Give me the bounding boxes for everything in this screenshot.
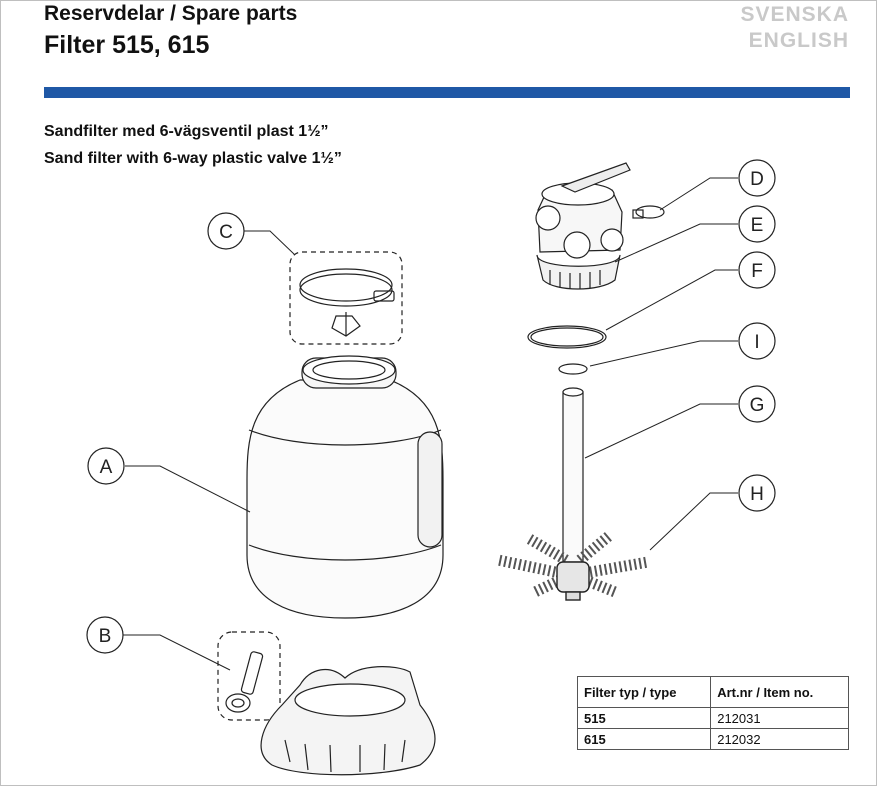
callout-b-label: B	[99, 626, 112, 647]
six-way-valve-part	[535, 162, 665, 290]
column-header-filter-type: Filter typ / type	[576, 676, 712, 708]
subtitle-english: Sand filter with 6-way plastic valve 1½”	[44, 150, 342, 167]
standpipe-part	[562, 387, 584, 563]
filter-tank-part	[246, 355, 444, 619]
callout-h-label: H	[750, 484, 764, 505]
callout-e-marker	[738, 205, 776, 243]
table-row: 615 212032	[576, 728, 849, 750]
model-title: Filter 515, 615	[44, 31, 210, 59]
callout-e-label: E	[751, 215, 764, 236]
header-divider-bar	[44, 87, 850, 98]
callout-d-label: D	[750, 169, 764, 190]
parts-table-header-row: Filter typ / type Art.nr / Item no.	[576, 676, 849, 708]
callout-b-marker	[86, 616, 124, 654]
callout-g-marker	[738, 385, 776, 423]
callout-leader-lines	[122, 177, 738, 671]
laterals-part	[496, 530, 649, 601]
subtitle-swedish: Sandfilter med 6-vägsventil plast 1½”	[44, 123, 329, 140]
filter-type-cell: 615	[576, 728, 712, 750]
callout-g-label: G	[750, 395, 765, 416]
callout-c-marker	[207, 212, 245, 250]
small-o-ring-part	[558, 363, 588, 375]
item-number-cell: 212032	[710, 728, 849, 750]
callout-f-marker	[738, 251, 776, 289]
drain-part	[217, 631, 281, 721]
language-english: ENGLISH	[748, 29, 849, 52]
clamp-part	[289, 251, 403, 345]
callout-c-label: C	[219, 222, 233, 243]
callout-i-marker	[738, 322, 776, 360]
callout-i-label: I	[754, 332, 759, 353]
column-header-item-no: Art.nr / Item no.	[710, 676, 849, 708]
callout-a-label: A	[100, 457, 113, 478]
item-number-cell: 212031	[710, 707, 849, 729]
callout-d-marker	[738, 159, 776, 197]
filter-type-cell: 515	[576, 707, 712, 729]
pressure-gauge-part	[632, 205, 665, 219]
parts-table: Filter typ / type Art.nr / Item no. 515 …	[576, 676, 849, 750]
filter-base-part	[260, 666, 436, 776]
callout-f-label: F	[751, 261, 763, 282]
valve-o-ring-part	[527, 325, 607, 349]
callout-h-marker	[738, 474, 776, 512]
page-title: Reservdelar / Spare parts	[44, 2, 298, 25]
language-swedish: SVENSKA	[740, 3, 849, 26]
callout-a-marker	[87, 447, 125, 485]
table-row: 515 212031	[576, 707, 849, 729]
